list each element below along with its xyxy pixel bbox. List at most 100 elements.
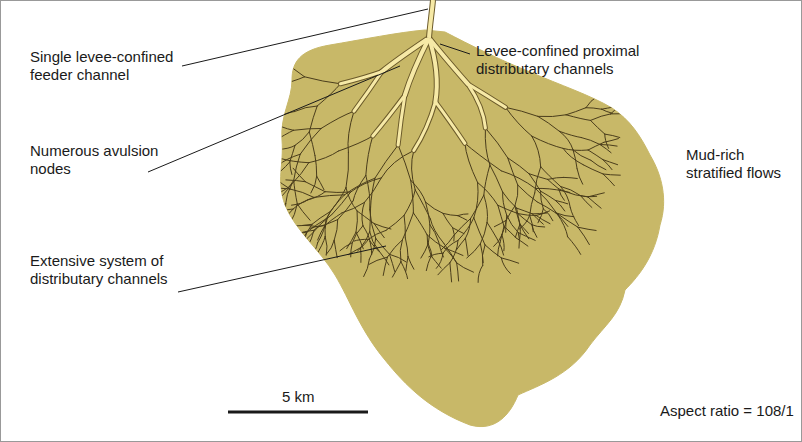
channel-stroke [559,131,581,137]
channel-stroke [494,220,506,226]
distributary-system-label: Extensive system of distributary channel… [30,252,190,288]
channel-stroke [465,238,468,255]
channel-stroke [293,128,321,130]
channel-stroke [310,226,325,229]
channel-stroke [235,84,252,90]
channel-stroke [548,177,564,179]
channel-stroke [307,192,325,200]
channel-stroke [358,239,369,251]
channel-stroke [285,203,287,218]
channel-stroke [458,214,468,216]
channel-stroke [258,142,273,157]
channel-stroke [295,132,309,146]
channel-stroke [605,134,609,148]
channel-stroke [532,136,563,148]
channel-stroke [611,105,624,114]
channel-stroke [421,244,428,258]
channel-stroke [532,225,545,227]
channel-stroke [281,159,308,163]
channel-stroke [260,159,282,162]
channel-stroke [400,240,402,262]
channel-stroke [244,158,260,162]
feeder-channel-label: Single levee-confined feeder channel [30,48,190,84]
channel-stroke [530,193,535,215]
channel-stroke [465,219,470,239]
channel-stroke [365,178,382,203]
channel-stroke [611,113,627,114]
channel-stroke [429,253,443,257]
channel-stroke [520,224,529,239]
channel-stroke [297,204,310,220]
channel-stroke [556,213,574,217]
channel-stroke [262,7,263,23]
channel-stroke [258,86,275,100]
channel-stroke [485,128,490,165]
channel-stroke [566,115,590,121]
channel-stroke [402,213,413,240]
channel-stroke [450,263,452,282]
channel-stroke [243,157,258,164]
channel-stroke [541,167,561,187]
channel-stroke [360,248,361,263]
channel-stroke [426,202,444,213]
channel-stroke [257,196,272,208]
channel-stroke [398,145,411,180]
channel-stroke [578,227,596,230]
channel-stroke [223,90,235,100]
channel-stroke [334,240,337,257]
channel-stroke [315,156,317,177]
channel-stroke [294,180,298,204]
channel-stroke [236,76,253,85]
channel-stroke [441,235,454,250]
channel-stroke [603,174,614,186]
channel-stroke [252,100,258,118]
channel-stroke [273,130,293,142]
channel-stroke [305,182,325,192]
channel-stroke [230,102,242,110]
channel-stroke [290,162,292,175]
channel-stroke [430,219,443,243]
channel-stroke [414,102,436,151]
channel-stroke [443,213,458,215]
proximal-channels-label: Levee-confined proximal distributary cha… [476,42,666,78]
channel-stroke [543,209,553,221]
channel-stroke [290,145,295,162]
channel-stroke [351,243,353,257]
channel-stroke [598,83,602,96]
channel-stroke [404,215,405,237]
channel-stroke [533,213,548,215]
channel-stroke [273,122,293,130]
channel-stroke [275,209,293,211]
channel-stroke [583,165,603,174]
channel-stroke [535,167,541,193]
channel-stroke [362,202,365,225]
channel-stroke [408,257,414,270]
channel-stroke [249,120,260,126]
channel-stroke [598,92,611,96]
scale-bar [228,411,368,414]
channel-stroke [259,165,278,166]
channel-stroke [250,13,262,23]
channel-stroke [369,207,371,232]
channel-stroke [392,262,401,277]
channel-stroke [383,257,387,275]
channel-stroke [413,213,427,235]
channel-stroke [290,189,314,197]
channel-stroke [274,178,290,189]
channel-stroke [508,158,518,185]
channel-stroke [429,38,468,84]
channel-stroke [243,133,259,148]
channel-stroke [538,116,559,131]
channel-stroke [234,45,248,49]
channel-stroke [405,238,408,257]
channel-stroke [586,96,598,108]
channel-stroke [603,160,618,165]
channel-stroke [603,174,620,175]
channel-stroke [586,108,602,110]
channel-stroke [247,118,259,120]
channel-stroke [270,41,283,60]
channel-stroke [515,206,520,224]
channel-stroke [262,23,270,41]
channel-stroke [247,146,257,156]
